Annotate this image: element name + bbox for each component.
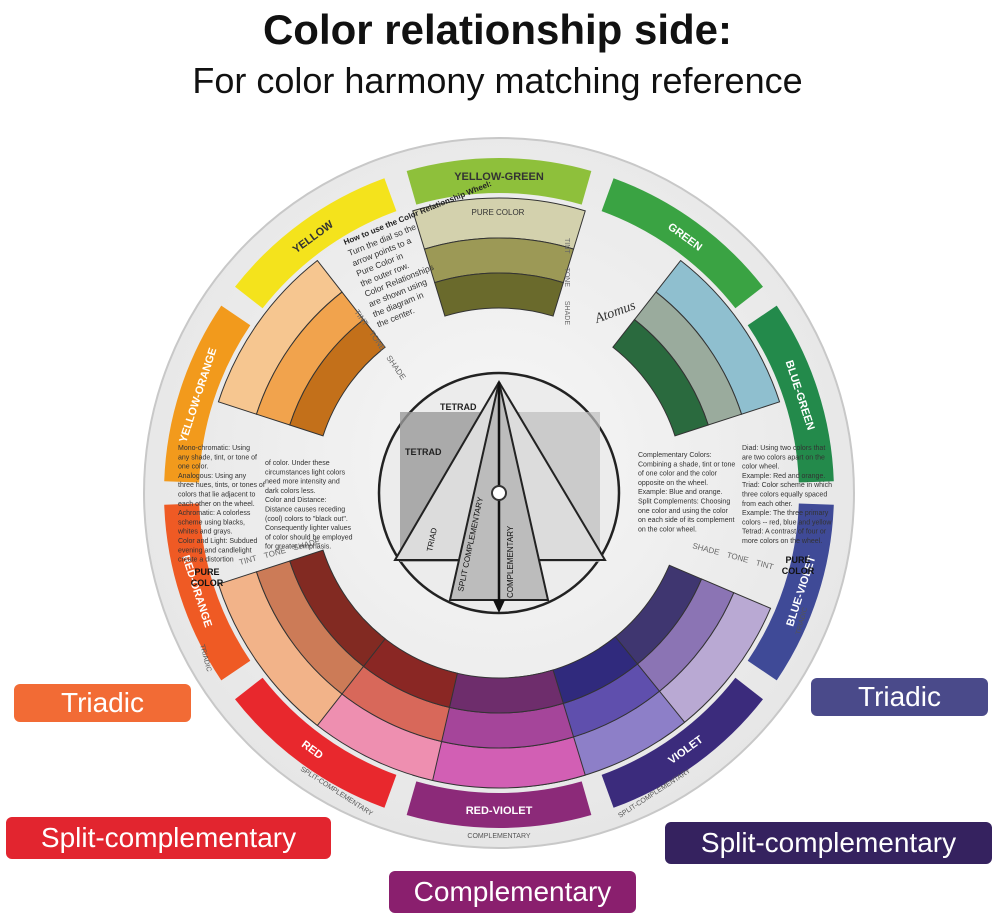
tetrad-label-a: TETRAD (440, 402, 477, 412)
swatch-upper-left-2 (289, 318, 386, 437)
swatch-upper-right-2 (612, 318, 709, 437)
arrow-head-icon (493, 600, 505, 613)
text-line: dark colors less. (265, 488, 316, 495)
text-line: of color. Under these (265, 460, 330, 467)
complementary-sub: COMPLEMENTARY (467, 833, 530, 840)
text-line: three hues, tints, or tones of (178, 482, 265, 489)
segment-red-orange (164, 503, 251, 681)
text-line: Triad: Color scheme in which (742, 482, 832, 489)
text-line: of color should be employed (265, 534, 353, 541)
left-text-block: Mono-chromatic: Using any shade, tint, or… (177, 445, 265, 564)
text-line: Complementary Colors: (638, 452, 712, 459)
text-line: on the color wheel. (638, 526, 697, 533)
text-line: need more intensity and (265, 479, 340, 486)
text-line: create a distortion (178, 557, 234, 564)
text-line: Example: Red and orange. (742, 473, 825, 480)
tint-tone-shade-label: TINTTONESHADE (563, 238, 570, 325)
segment-red (235, 677, 397, 808)
text-line: more colors on the wheel. (742, 538, 822, 545)
mid-text-block: of color. Under these circumstances light… (265, 460, 353, 551)
text-line: circumstances light colors (265, 469, 346, 476)
text-line: from each other. (742, 501, 793, 508)
text-line: evening and candlelight (178, 547, 252, 554)
right-text-block: Diad: Using two colors that are two color… (742, 445, 832, 545)
segment-green (601, 178, 763, 309)
tag-split-complementary-right: Split-complementary (665, 822, 992, 864)
text-line: (cool) colors to "black out". (265, 516, 348, 523)
text-line: any shade, tint, or tone of (178, 454, 257, 461)
text-line: Example: Blue and orange. (638, 489, 722, 496)
segment-yellow (235, 178, 397, 309)
text-line: of one color and the color (638, 471, 718, 478)
swatch-top-2 (434, 272, 564, 317)
swatch-left-2 (289, 549, 386, 668)
pure-color-left-top: PURE (194, 567, 219, 577)
tag-triadic-left: Triadic (14, 684, 191, 722)
text-line: colors that lie adjacent to (178, 492, 256, 499)
text-line: Color and Distance: (265, 497, 327, 504)
segment-yellow-orange (164, 305, 251, 483)
text-line: colors -- red, blue and yellow (742, 519, 832, 526)
text-line: three colors equally spaced (742, 492, 827, 499)
tag-triadic-right: Triadic (811, 678, 988, 716)
page-subtitle: For color harmony matching reference (192, 60, 803, 101)
complementary-text-block: Complementary Colors: Combining a shade, … (638, 452, 735, 533)
pure-color-left-bottom: COLOR (191, 578, 224, 588)
text-line: Split Complements: Choosing (638, 499, 730, 506)
text-line: for greater emphasis. (265, 544, 331, 551)
text-line: Mono-chromatic: Using (178, 445, 250, 452)
complementary-label: COMPLEMENTARY (506, 525, 515, 598)
pure-color-right-bottom: COLOR (782, 566, 815, 576)
tag-complementary: Complementary (389, 871, 636, 913)
page-title: Color relationship side: (262, 6, 733, 53)
text-line: whites and grays. (177, 529, 233, 536)
text-line: Combining a shade, tint or tone (638, 461, 735, 468)
pure-color-label: PURE COLOR (472, 208, 525, 217)
text-line: one color and using the color (638, 508, 729, 515)
text-line: Example: The three primary (742, 510, 829, 517)
dial-pivot (491, 485, 507, 501)
segment-blue-green (747, 305, 834, 483)
text-line: Tetrad: A contrast of four or (742, 529, 827, 536)
text-line: opposite on the wheel. (638, 480, 708, 487)
pure-color-right-top: PURE (785, 555, 810, 565)
text-line: are two colors apart on the (742, 454, 825, 461)
segment-label: YELLOW-GREEN (454, 171, 544, 183)
text-line: Diad: Using two colors that (742, 445, 825, 452)
text-line: Achromatic: A colorless (178, 510, 251, 517)
text-line: Distance causes receding (265, 507, 345, 514)
segment-blue-violet (747, 503, 834, 681)
text-line: Consequently lighter values (265, 525, 351, 532)
text-line: Analogous: Using any (178, 473, 247, 480)
text-line: one color. (178, 464, 208, 471)
text-line: color wheel. (742, 464, 779, 471)
text-line: on each side of its complement (638, 517, 735, 524)
text-line: each other on the wheel. (178, 501, 255, 508)
segment-yellow-green (406, 157, 592, 205)
segment-red-violet (406, 781, 592, 828)
tag-split-complementary-left: Split-complementary (6, 817, 331, 859)
tetrad-label-b: TETRAD (405, 447, 442, 457)
segment-violet (601, 677, 763, 808)
segment-label: RED-VIOLET (466, 805, 533, 817)
text-line: scheme using blacks, (178, 519, 245, 526)
text-line: Color and Light: Subdued (178, 538, 257, 545)
